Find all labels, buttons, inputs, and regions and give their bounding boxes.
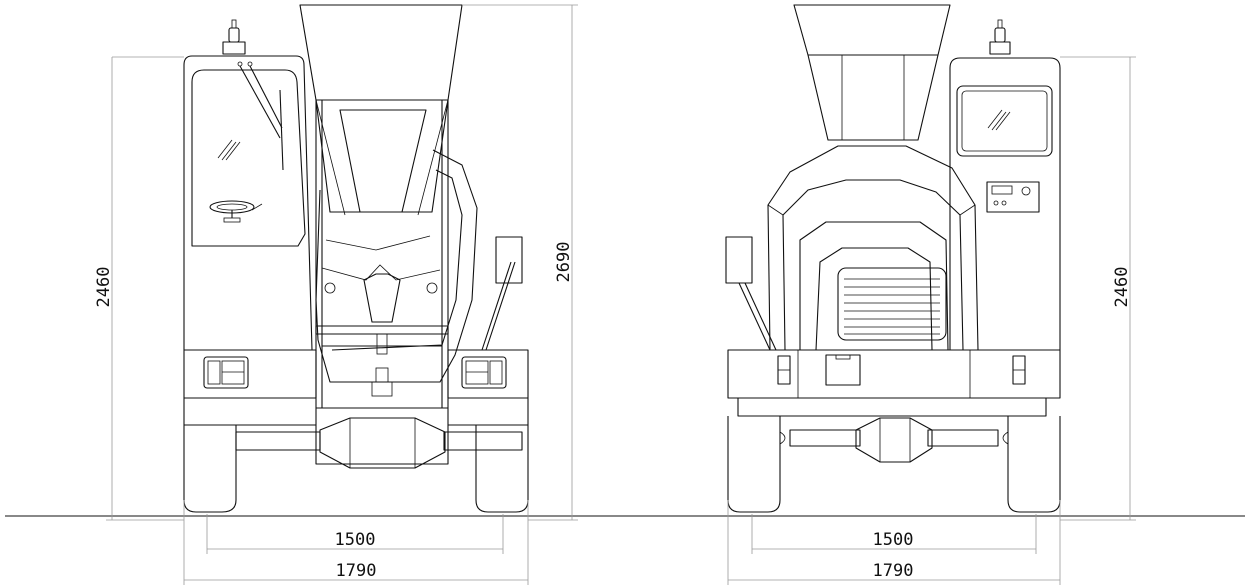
front-hopper bbox=[299, 4, 463, 216]
rear-hopper bbox=[793, 4, 951, 141]
front-loader-frame bbox=[315, 100, 449, 408]
front-view bbox=[106, 4, 578, 585]
rear-cab bbox=[949, 57, 1061, 350]
front-overall-height-label: 2690 bbox=[554, 242, 574, 283]
front-mixer-drum bbox=[315, 149, 478, 383]
rear-overall-width-label: 1790 bbox=[873, 561, 914, 581]
rear-wheel-left bbox=[727, 416, 786, 513]
rear-beacon-light bbox=[989, 19, 1011, 55]
front-wheel-right bbox=[475, 425, 529, 513]
rear-mixer-drum bbox=[767, 145, 979, 351]
rear-view bbox=[725, 4, 1136, 585]
front-track-width-label: 1500 bbox=[335, 530, 376, 550]
front-beacon-light bbox=[222, 19, 246, 55]
front-dimensions bbox=[106, 4, 578, 585]
rear-control-box bbox=[725, 236, 777, 351]
rear-dimensions bbox=[727, 56, 1136, 585]
front-control-box bbox=[481, 236, 523, 351]
rear-cab-height-label: 2460 bbox=[1112, 267, 1132, 308]
rear-radiator-grille bbox=[837, 267, 947, 341]
rear-axle bbox=[789, 417, 999, 463]
front-steering-wheel bbox=[209, 200, 263, 223]
rear-chassis bbox=[727, 349, 1061, 417]
front-wheel-left bbox=[183, 425, 246, 513]
front-cab-height-label: 2460 bbox=[94, 267, 114, 308]
rear-wheel-right bbox=[1002, 416, 1061, 513]
rear-control-panel bbox=[986, 181, 1040, 213]
rear-track-width-label: 1500 bbox=[873, 530, 914, 550]
front-overall-width-label: 1790 bbox=[336, 561, 377, 581]
front-cab bbox=[183, 55, 313, 351]
